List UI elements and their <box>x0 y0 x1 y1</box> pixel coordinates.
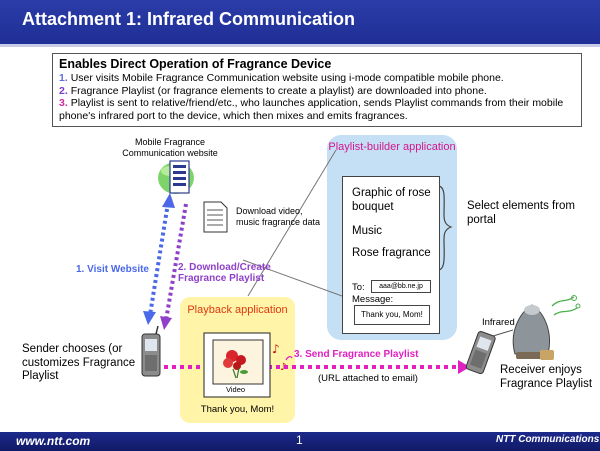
infrared-label: Infrared <box>482 317 515 328</box>
rose-bouquet-graphic <box>223 350 248 379</box>
website-server-icon <box>158 160 194 194</box>
summary-heading: Enables Direct Operation of Fragrance De… <box>59 57 332 71</box>
website-label: Mobile Fragrance Communication website <box>122 137 218 158</box>
summary-item-1: 1. User visits Mobile Fragrance Communic… <box>59 72 575 85</box>
builder-item-music: Music <box>352 225 383 237</box>
fragrance-device-icon <box>512 295 581 360</box>
infrared-beam <box>492 329 514 337</box>
receiver-phone-icon <box>465 331 496 375</box>
summary-box: Enables Direct Operation of Fragrance De… <box>52 53 582 127</box>
send-playlist-label: 3. Send Fragrance Playlist <box>294 349 419 360</box>
summary-text-2: Fragrance Playlist (or fragrance element… <box>70 84 487 97</box>
playback-title: Playback application <box>187 304 288 316</box>
document-icon <box>203 201 228 233</box>
builder-item-rose-graphic: Graphic of rose bouquet <box>352 187 431 213</box>
summary-item-2: 2. Fragrance Playlist (or fragrance elem… <box>59 85 575 98</box>
sender-label: Sender chooses (or customizes Fragrance … <box>22 343 136 382</box>
summary-num-3: 3. <box>59 97 68 109</box>
page-title: Attachment 1: Infrared Communication <box>22 9 356 29</box>
playback-infrared-icon <box>285 356 293 361</box>
summary-num-2: 2. <box>59 84 68 97</box>
download-data-label: Download video, music fragrance data <box>236 206 321 227</box>
message-label: Message: <box>352 294 394 305</box>
visit-website-arrow <box>143 193 175 325</box>
music-note-icon: ♪ <box>280 362 286 373</box>
select-elements-label: Select elements from portal <box>467 200 576 226</box>
title-bar <box>0 0 600 44</box>
video-label: Video <box>226 385 246 394</box>
connector-line <box>242 259 343 297</box>
sender-phone-icon <box>141 325 161 377</box>
page-number: 1 <box>296 433 303 447</box>
download-playlist-label: 2. Download/Create Fragrance Playlist <box>178 262 271 284</box>
receiver-label: Receiver enjoys Fragrance Playlist <box>500 364 593 390</box>
download-arrow <box>160 203 188 330</box>
builder-item-fragrance: Rose fragrance <box>352 247 431 259</box>
to-email-field: aaa@bb.ne.jp <box>371 280 431 293</box>
message-field: Thank you, Mom! <box>354 305 430 325</box>
to-label: To: <box>352 282 365 293</box>
url-attached-note: (URL attached to email) <box>318 373 418 384</box>
summary-text-3: Playlist is sent to relative/friend/etc.… <box>59 97 564 122</box>
builder-title: Playlist-builder application <box>328 141 456 153</box>
builder-phone-screen <box>342 176 440 334</box>
music-note-icon: ♪ <box>272 342 280 356</box>
title-divider <box>0 44 600 47</box>
summary-item-3: 3. Playlist is sent to relative/friend/e… <box>59 97 575 122</box>
summary-num-1: 1. <box>59 72 68 84</box>
visit-website-label: 1. Visit Website <box>76 264 149 275</box>
selection-brace <box>437 185 453 271</box>
connector-line <box>247 149 337 297</box>
playback-message: Thank you, Mom! <box>200 404 275 415</box>
summary-text-1: User visits Mobile Fragrance Communicati… <box>70 72 504 84</box>
ntt-logo: NTT Communications <box>496 434 600 445</box>
footer-bar <box>0 432 600 451</box>
footer-url: www.ntt.com <box>16 434 91 448</box>
